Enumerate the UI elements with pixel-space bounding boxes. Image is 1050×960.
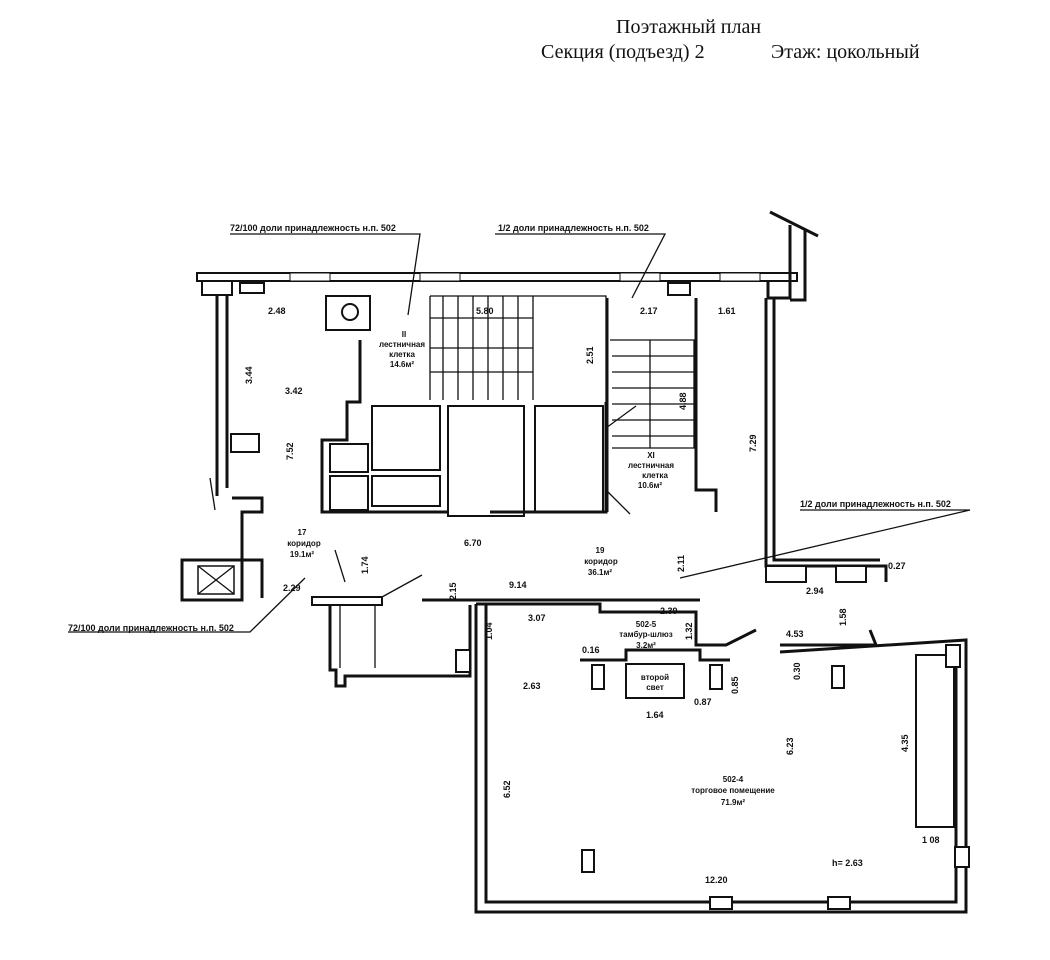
stair-11-area: 10.6м² xyxy=(638,481,662,490)
dim-label: 1.32 xyxy=(684,622,694,640)
room-502-5-number: 502-5 xyxy=(636,620,657,629)
second-light-line1: второй xyxy=(641,673,669,682)
dim-label: 7.52 xyxy=(285,442,295,460)
plan-floor: Этаж: цокольный xyxy=(771,41,920,63)
dim-label: 2.39 xyxy=(660,606,678,616)
stair-11-line1: лестничная xyxy=(628,461,674,470)
room-502-4-number: 502-4 xyxy=(723,775,744,784)
dim-label: 1.04 xyxy=(484,622,494,640)
share-annotation-right: 1/2 доли принадлежность н.п. 502 xyxy=(800,499,951,509)
room-17-area: 19.1м² xyxy=(290,550,314,559)
dim-label: 2.63 xyxy=(523,681,541,691)
shop-502-4 xyxy=(474,602,970,914)
share-annotation-bottom-left: 72/100 доли принадлежность н.п. 502 xyxy=(68,623,234,633)
leader-lines xyxy=(68,233,971,633)
room-19-name: коридор xyxy=(584,557,618,566)
stair-2-area: 14.6м² xyxy=(390,360,414,369)
dim-label: 5.80 xyxy=(476,306,494,316)
dim-label: 2.51 xyxy=(585,346,595,364)
share-annotation-top-right: 1/2 доли принадлежность н.п. 502 xyxy=(498,223,649,233)
dim-label: 0.27 xyxy=(888,561,906,571)
dim-label: 3.42 xyxy=(285,386,303,396)
stair-2-number: II xyxy=(402,330,406,339)
dim-label: 6.23 xyxy=(785,737,795,755)
dim-label: 0.30 xyxy=(792,662,802,680)
dim-label: 2.94 xyxy=(806,586,824,596)
dim-label: 4.53 xyxy=(786,629,804,639)
room-19-number: 19 xyxy=(596,546,605,555)
room-502-5-name: тамбур-шлюз xyxy=(619,630,672,639)
room-502-4-name: торговое помещение xyxy=(691,786,775,795)
dim-label: 12.20 xyxy=(705,875,728,885)
stair-11 xyxy=(605,298,718,515)
dim-label: 2.11 xyxy=(676,555,686,572)
stair-2 xyxy=(320,295,608,517)
dim-label: 0.87 xyxy=(694,697,712,707)
room-19-area: 36.1м² xyxy=(588,568,612,577)
dim-label: 3.44 xyxy=(244,366,254,384)
stair-2-line2: клетка xyxy=(389,350,415,359)
dim-label: 6.70 xyxy=(464,538,482,548)
dim-label: 3.07 xyxy=(528,613,546,623)
room-502-5-area: 3.2м² xyxy=(636,641,656,650)
stair-11-number: XI xyxy=(647,451,655,460)
plan-title: Поэтажный план xyxy=(616,16,762,38)
dim-label: 2.29 xyxy=(283,583,301,593)
dim-label: 0.16 xyxy=(582,645,600,655)
dim-label: 0.85 xyxy=(730,676,740,694)
dim-label: 1 08 xyxy=(922,835,940,845)
room-17-number: 17 xyxy=(298,528,307,537)
plan-section: Секция (подъезд) 2 xyxy=(541,41,705,63)
corridor-walls xyxy=(311,549,700,688)
dim-label: 1.64 xyxy=(646,710,664,720)
dim-label: 9.14 xyxy=(509,580,527,590)
dim-label: 4.88 xyxy=(678,392,688,410)
dim-label: 6.52 xyxy=(502,780,512,798)
room-502-4-area: 71.9м² xyxy=(721,798,745,807)
height-label: h= 2.63 xyxy=(832,858,863,868)
second-light-line2: свет xyxy=(646,683,664,692)
stair-11-line2: клетка xyxy=(642,471,668,480)
dim-label: 2.48 xyxy=(268,306,286,316)
share-annotation-top-left: 72/100 доли принадлежность н.п. 502 xyxy=(230,223,396,233)
dim-label: 1.61 xyxy=(718,306,736,316)
room-17-name: коридор xyxy=(287,539,321,548)
dim-label: 1.58 xyxy=(838,608,848,626)
dim-label: 7.29 xyxy=(748,434,758,452)
dim-label: 4.35 xyxy=(900,734,910,752)
dim-label: 2.17 xyxy=(640,306,658,316)
dim-label: 1.74 xyxy=(360,556,370,574)
outer-walls xyxy=(180,210,888,602)
dim-label: 2.15 xyxy=(448,582,458,600)
stair-2-line1: лестничная xyxy=(379,340,425,349)
